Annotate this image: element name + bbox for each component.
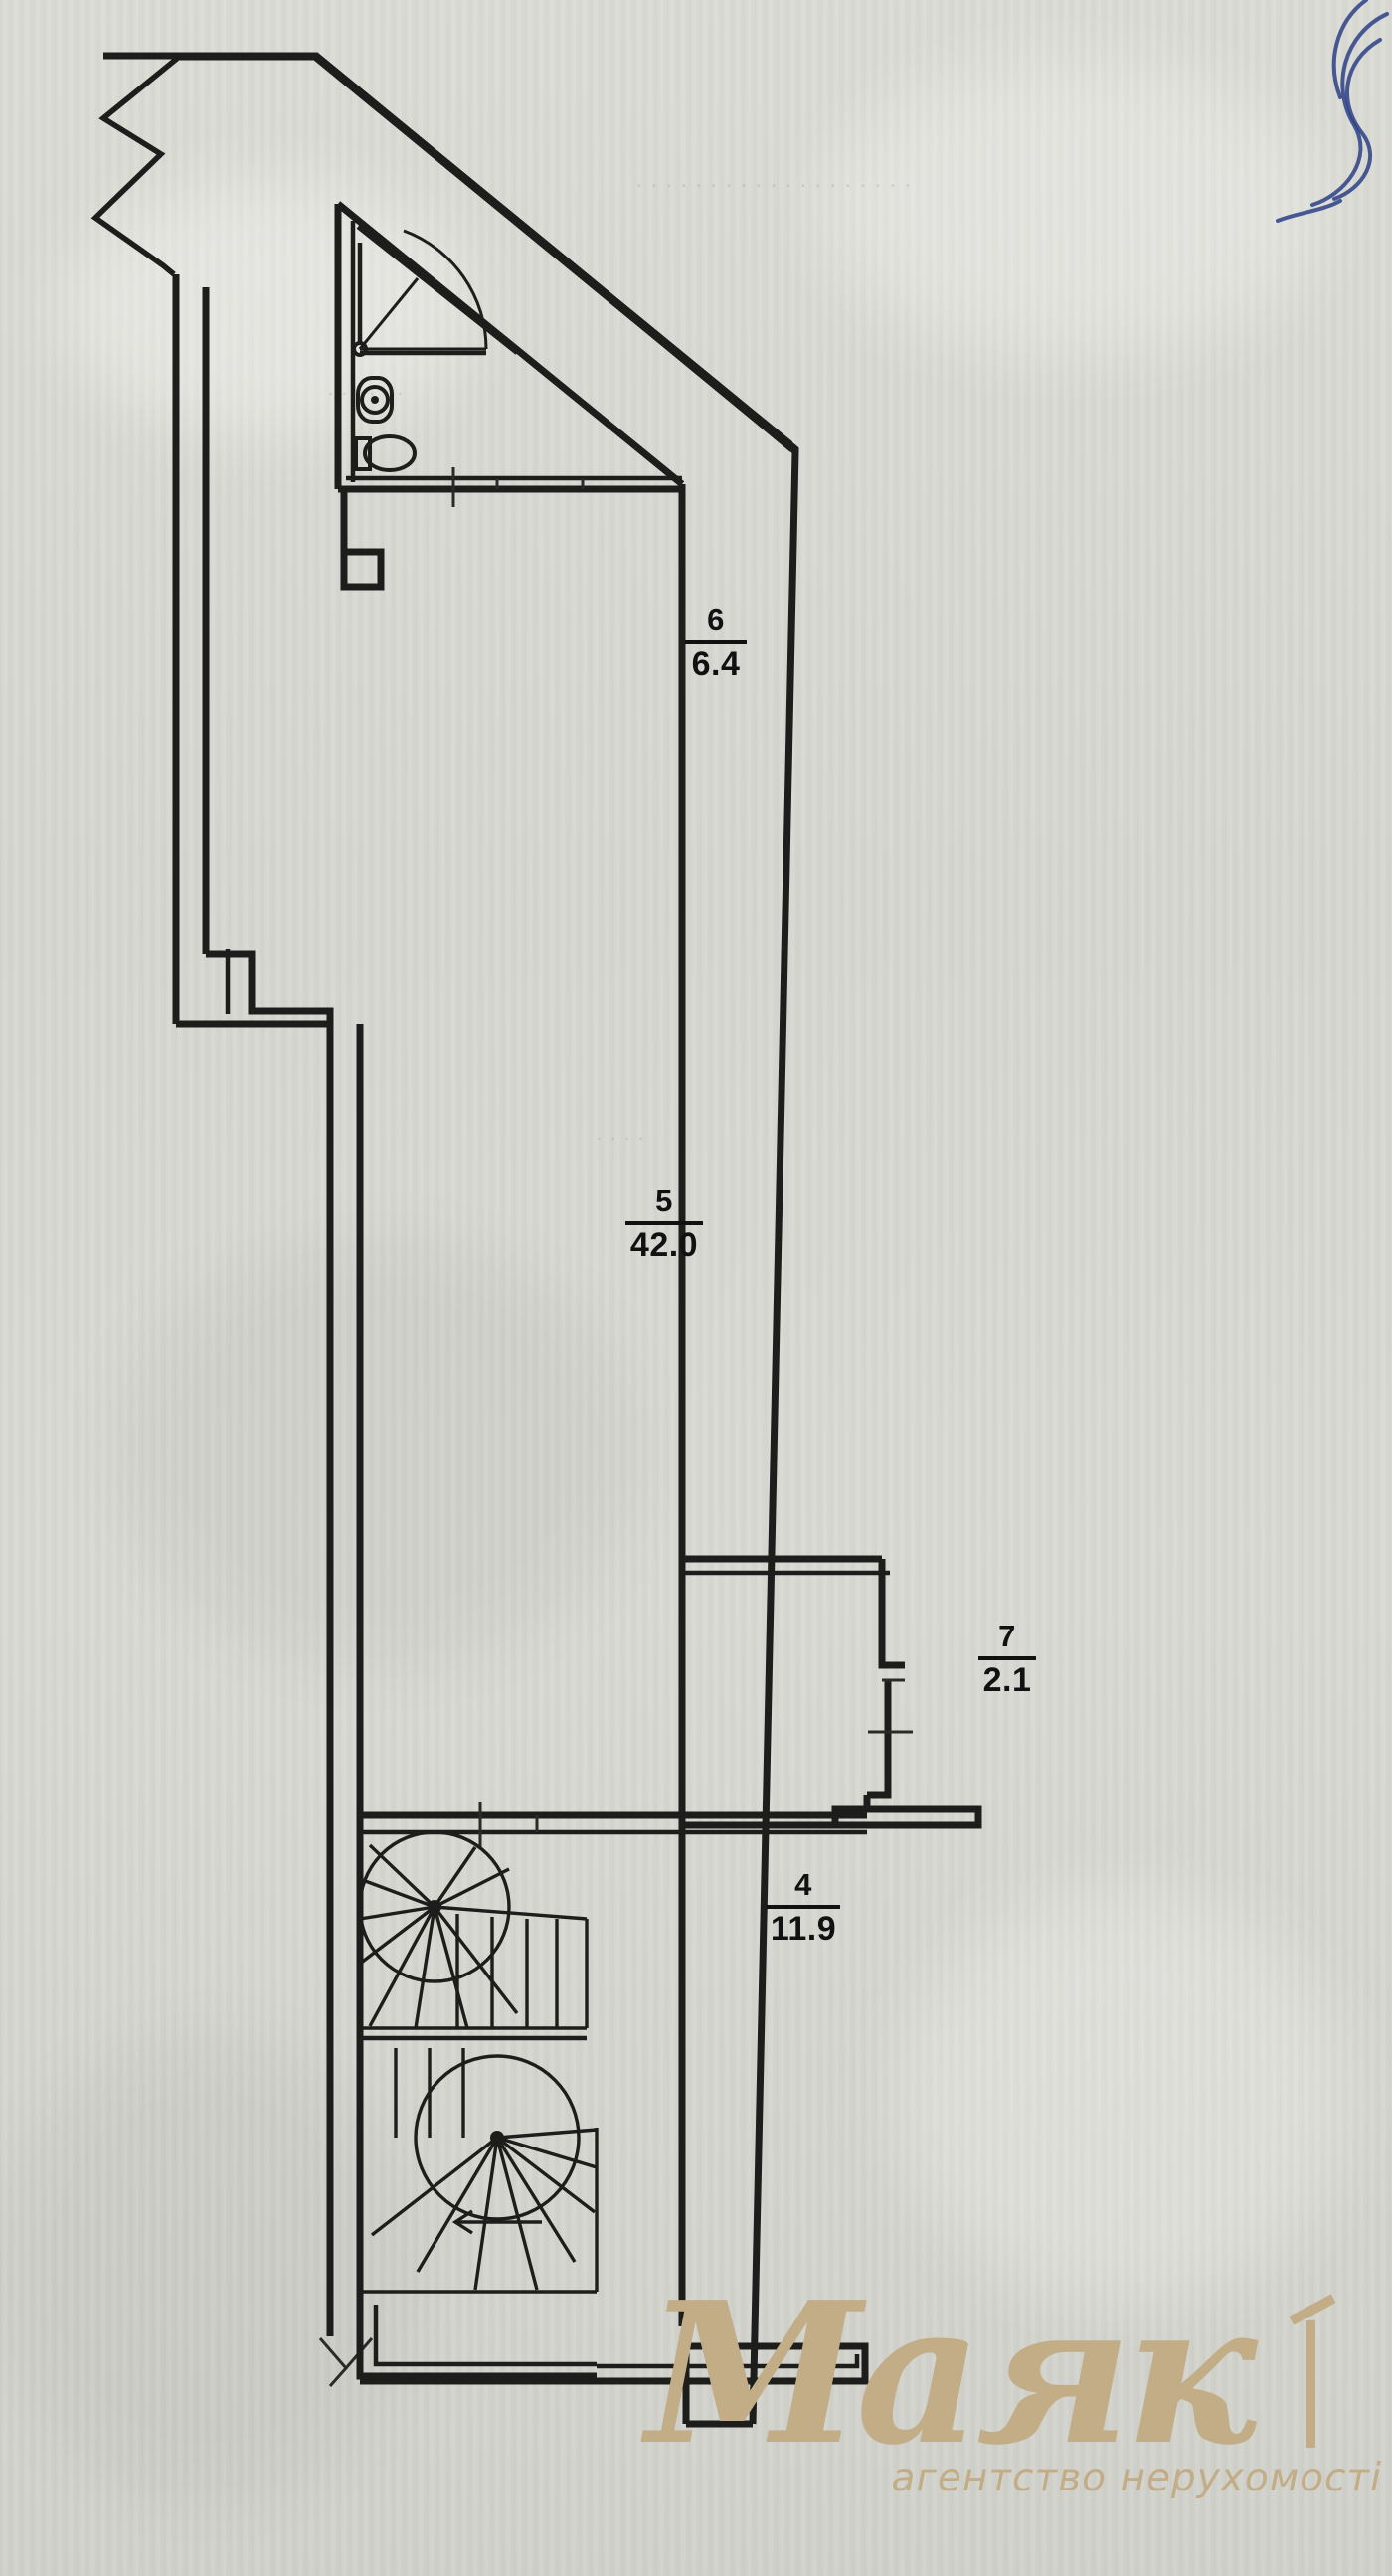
watermark-lighthouse-mark: [1265, 2320, 1315, 2448]
stair-winder-upper: [358, 1830, 589, 2030]
room-label-rule: [978, 1656, 1036, 1660]
room-area-4: 11.9: [770, 1910, 837, 1948]
closet-wall-left-upper: [878, 1559, 905, 1669]
room-number-4: 4: [794, 1867, 812, 1902]
wall-bottom-main-inner: [597, 2354, 860, 2369]
break-line-symbol: [90, 55, 180, 277]
room-label-rule: [625, 1221, 703, 1225]
room-label-rule: [767, 1905, 840, 1909]
wall-diagonal-inner: [335, 201, 685, 487]
stair-pivot-lower: [490, 2131, 504, 2145]
stair-under-box-inner: [373, 2305, 597, 2367]
bathroom-diagonal-inner: [356, 225, 519, 355]
sink-fixture: [356, 376, 394, 424]
room-label-5: 5 42.0: [595, 1185, 734, 1262]
wall-left-jog: [176, 950, 334, 1028]
wall-diagonal-outer: [312, 54, 798, 454]
room-number-5: 5: [655, 1183, 673, 1218]
wall-right-outer: [749, 450, 799, 2425]
stair-winder-lower: [358, 2048, 599, 2294]
bottom-arrow-left: [318, 2337, 374, 2371]
door-open-line: [358, 277, 420, 350]
room-label-7: 7 2.1: [953, 1621, 1062, 1697]
room-label-rule: [685, 640, 747, 644]
room-area-5: 42.0: [629, 1226, 699, 1264]
room-area-6: 6.4: [691, 645, 741, 683]
blue-pen-scribble: [1276, 0, 1389, 223]
plan-geometry: [90, 53, 982, 2428]
room-label-4: 4 11.9: [734, 1869, 873, 1946]
sink-drain: [371, 396, 379, 404]
room-area-7: 2.1: [982, 1661, 1032, 1699]
stair-under-box: [356, 2297, 597, 2380]
stair-direction-arrowhead: [451, 2209, 473, 2235]
room-label-6: 6 6.4: [656, 604, 776, 681]
hall-wall-step: [831, 1805, 867, 1825]
room-number-7: 7: [998, 1619, 1016, 1653]
closet-wall-bottom: [867, 1790, 892, 1799]
room-number-6: 6: [707, 602, 725, 637]
wall-bottom-main: [360, 2342, 869, 2385]
duct-box: [340, 548, 385, 591]
toilet-fixture: [354, 434, 417, 472]
bottom-arrow-left-tail: [328, 2367, 348, 2387]
closet-wall-bottom-run: [682, 1795, 982, 1829]
